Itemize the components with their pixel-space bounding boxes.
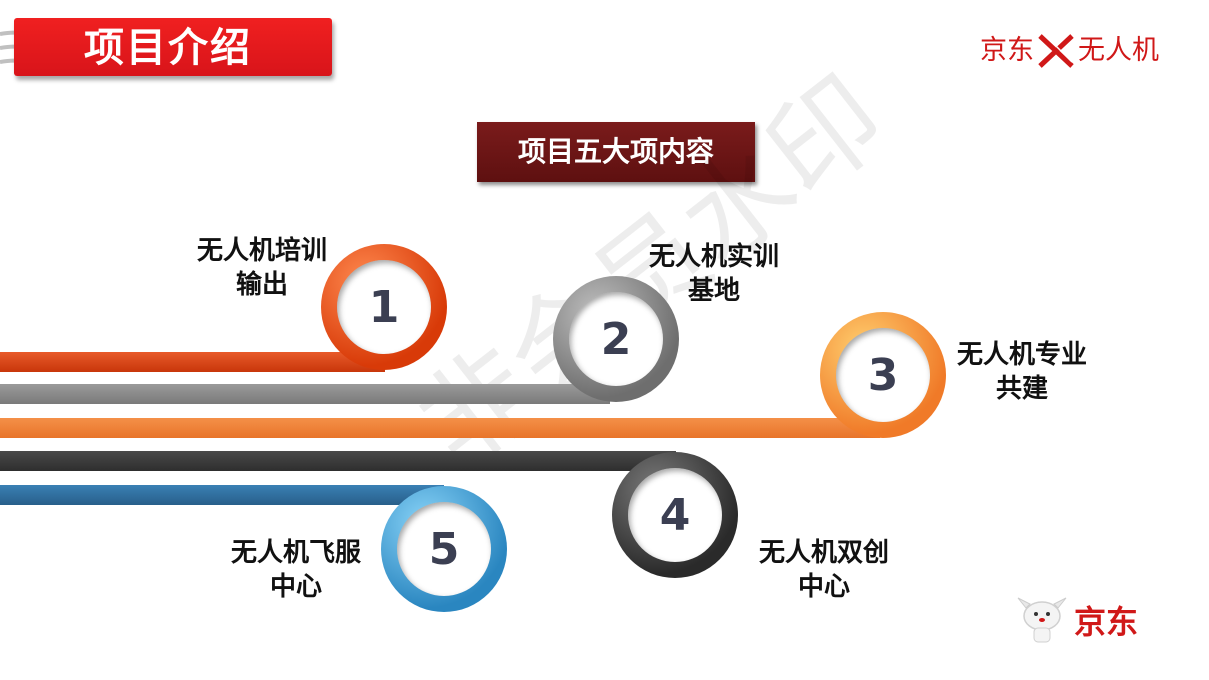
jd-logo-bottom: 京东 bbox=[1012, 592, 1162, 652]
bar-1 bbox=[0, 352, 385, 372]
bar-4 bbox=[0, 451, 676, 471]
jd-dog-mascot-icon bbox=[1017, 597, 1067, 643]
label-4: 无人机双创 中心 bbox=[758, 538, 889, 602]
bar-5 bbox=[0, 485, 444, 505]
label-1: 无人机培训 输出 bbox=[196, 236, 327, 300]
ring-4: 4 bbox=[612, 452, 738, 578]
brand-name-right: 无人机 bbox=[1078, 35, 1159, 66]
bar-2 bbox=[0, 384, 610, 404]
ring-3: 3 bbox=[820, 312, 946, 438]
page-title: 项目介绍 bbox=[84, 25, 252, 71]
label-2: 无人机实训 基地 bbox=[648, 242, 779, 306]
label-5: 无人机飞服 中心 bbox=[230, 538, 361, 602]
bar-3 bbox=[0, 418, 880, 438]
section-subtitle: 项目五大项内容 bbox=[517, 135, 714, 168]
title-banner bbox=[14, 18, 332, 76]
brand-logo-top: 京东 无人机 bbox=[980, 34, 1159, 68]
ring-5: 5 bbox=[381, 486, 507, 612]
ring-1: 1 bbox=[321, 244, 447, 370]
brand-name-left: 京东 bbox=[980, 35, 1034, 66]
ring-number: 2 bbox=[600, 313, 632, 365]
jd-brand-text: 京东 bbox=[1074, 603, 1139, 641]
ring-number: 1 bbox=[368, 281, 400, 333]
ring-number: 4 bbox=[659, 489, 691, 541]
ring-number: 3 bbox=[867, 349, 899, 401]
ring-number: 5 bbox=[428, 523, 460, 575]
label-3: 无人机专业 共建 bbox=[956, 340, 1087, 404]
ring-2: 2 bbox=[553, 276, 679, 402]
drone-x-logo-icon bbox=[1038, 34, 1074, 68]
subtitle-banner bbox=[477, 122, 755, 182]
